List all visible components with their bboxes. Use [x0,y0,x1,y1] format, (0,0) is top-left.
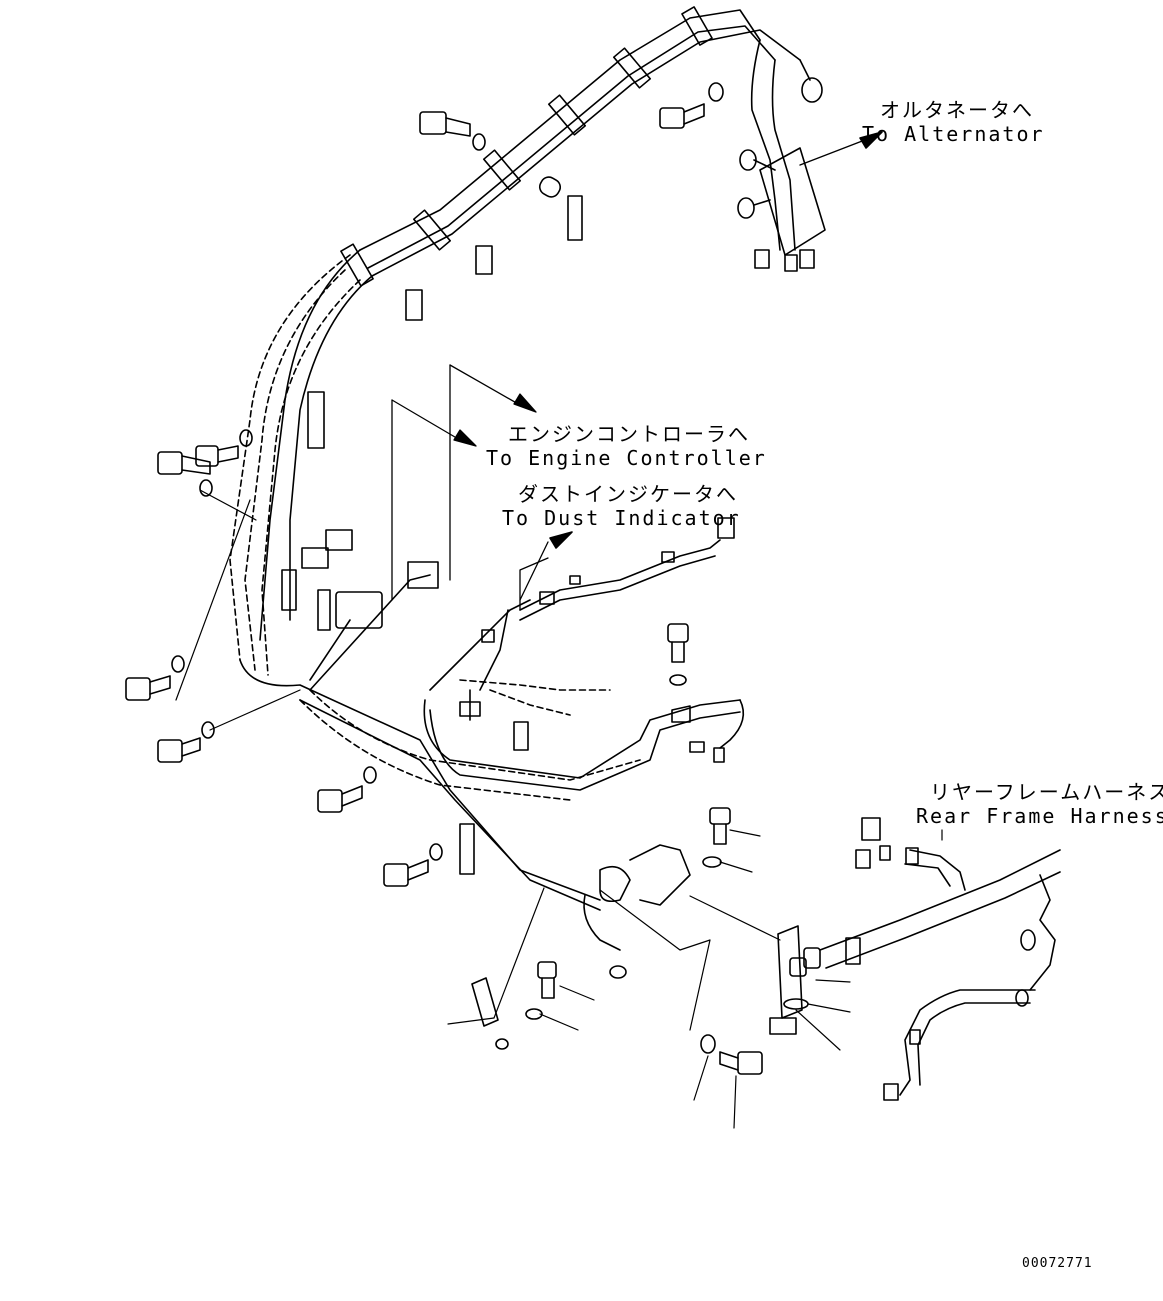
rear-frame-harness [819,817,1061,1101]
upper-bolts [405,82,724,321]
main-trunk [239,561,745,911]
alternator-label-en: To Alternator [862,122,1045,146]
engine-controller-label-jp: エンジンコントローラへ [508,422,750,446]
upper-harness-bundle [259,6,801,641]
rear-frame-harness-label-jp: リヤーフレームハーネス [930,780,1163,804]
left-bolts [125,391,475,887]
alternator-branch [737,39,883,272]
dust-indicator-branch [479,517,735,691]
alternator-label-jp: オルタネータへ [880,98,1034,122]
lower-assembly [447,807,851,1129]
dust-indicator-label-jp: ダストインジケータへ [518,482,738,506]
right-standalone-bolt [667,623,691,723]
rear-frame-harness-label-en: Rear Frame Harness [916,804,1163,828]
dust-indicator-label-en: To Dust Indicator [502,506,741,530]
engine-controller-label-en: To Engine Controller [486,446,767,470]
drawing-number: 00072771 [1022,1256,1093,1271]
engine-controller-leaders [391,364,537,601]
